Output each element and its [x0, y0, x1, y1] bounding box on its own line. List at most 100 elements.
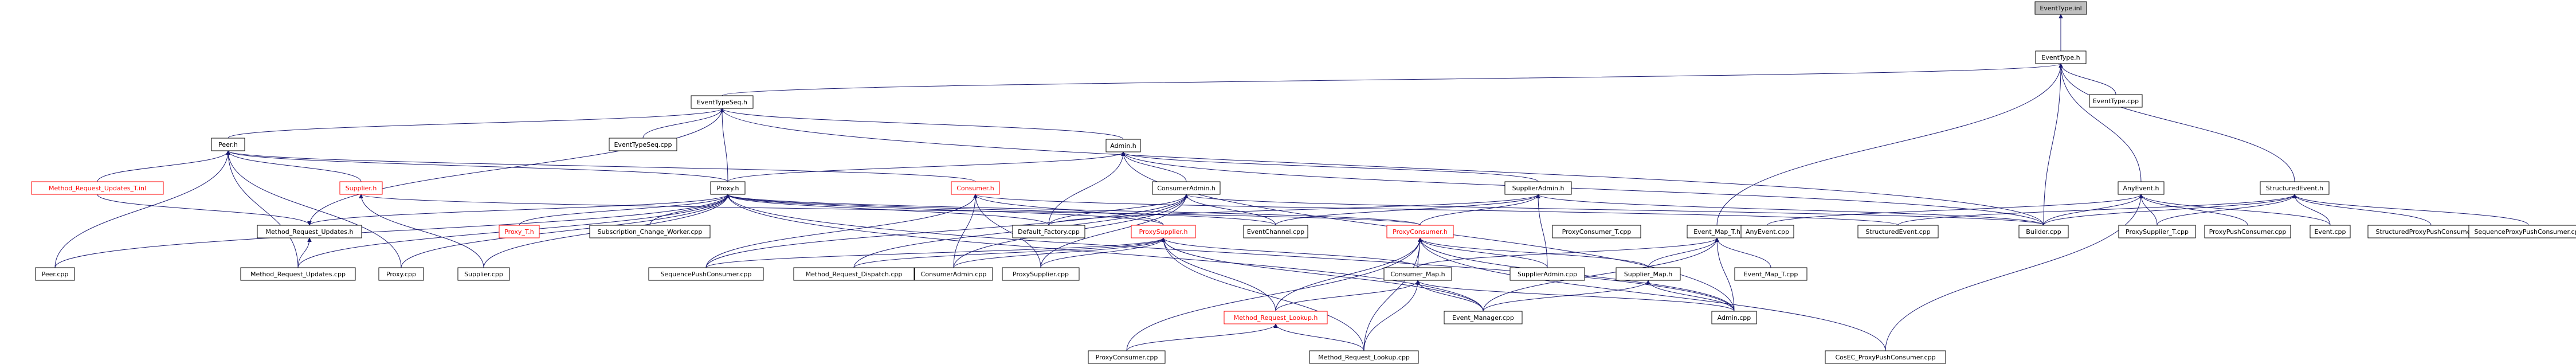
- edge-supplieradmin-h-to-eventchannel-cpp: [1275, 194, 1538, 226]
- node-label: SupplierAdmin.h: [1512, 185, 1565, 192]
- graph-node-consumer-h[interactable]: Consumer.h: [951, 181, 1000, 195]
- node-box: [1088, 350, 1166, 364]
- edge-proxy-h-to-event-manager-cpp: [728, 194, 1484, 312]
- edge-peer-h-to-proxy-h: [228, 150, 728, 182]
- graph-node-anyevent-cpp[interactable]: AnyEvent.cpp: [1740, 225, 1794, 238]
- node-box: [2310, 225, 2351, 238]
- graph-node-proxysupplier-cpp[interactable]: ProxySupplier.cpp: [1002, 267, 1080, 281]
- edge-supplier-map-h-to-event-manager-cpp: [1483, 280, 1648, 312]
- node-label: EventType.inl: [2040, 5, 2081, 12]
- edge-method-request-updates-h-to-method-request-updates-t-inl: [97, 194, 309, 226]
- graph-node-proxysupplier-t-cpp[interactable]: ProxySupplier_T.cpp: [2118, 225, 2196, 238]
- edge-admin-h-to-builder-cpp: [1123, 152, 2044, 226]
- node-label: Method_Request_Updates_T.inl: [49, 185, 146, 192]
- graph-node-supplier-map-h[interactable]: Supplier_Map.h: [1616, 267, 1681, 281]
- edge-proxyconsumer-h-to-proxyconsumer-cpp: [1126, 238, 1420, 351]
- graph-node-supplier-h[interactable]: Supplier.h: [339, 181, 383, 195]
- edge-anyevent-h-to-event-cpp: [2141, 194, 2331, 226]
- graph-node-proxyconsumer-cpp[interactable]: ProxyConsumer.cpp: [1088, 350, 1166, 364]
- graph-node-structuredevent-cpp[interactable]: StructuredEvent.cpp: [1857, 225, 1939, 238]
- edge-event-map-t-h-to-supplier-map-h: [1648, 237, 1717, 268]
- node-label: ConsumerAdmin.h: [1157, 185, 1216, 192]
- edge-event-map-t-h-to-consumer-map-h: [1417, 237, 1717, 268]
- graph-node-proxy-t-h[interactable]: Proxy_T.h: [499, 225, 540, 238]
- node-label: Method_Request_Dispatch.cpp: [806, 271, 903, 278]
- edge-admin-h-to-supplieradmin-h: [1123, 151, 1539, 182]
- graph-node-method-request-updates-cpp[interactable]: Method_Request_Updates.cpp: [240, 267, 356, 281]
- node-label: ProxySupplier.h: [1139, 228, 1188, 236]
- edge-consumeradmin-h-to-default-factory-cpp: [1048, 194, 1186, 226]
- node-box: [1224, 311, 1328, 324]
- graph-node-admin-h[interactable]: Admin.h: [1105, 139, 1141, 152]
- graph-node-default-factory-cpp[interactable]: Default_Factory.cpp: [1012, 225, 1085, 238]
- graph-node-event-cpp[interactable]: Event.cpp: [2310, 225, 2351, 238]
- edge-consumer-h-to-proxysupplier-cpp: [975, 194, 1041, 268]
- graph-node-eventtypeseq-cpp[interactable]: EventTypeSeq.cpp: [609, 138, 677, 151]
- edge-eventtype-h-to-event-map-t-h: [1716, 64, 2061, 226]
- graph-node-consumeradmin-cpp[interactable]: ConsumerAdmin.cpp: [914, 267, 993, 281]
- graph-node-method-request-updates-t-inl[interactable]: Method_Request_Updates_T.inl: [31, 181, 164, 195]
- edge-proxyconsumer-h-to-supplier-map-h: [1420, 237, 1649, 268]
- graph-node-sequenceproxypushconsumer-cpp[interactable]: SequenceProxyPushConsumer.cpp: [2468, 225, 2576, 238]
- node-label: Method_Request_Lookup.h: [1234, 314, 1318, 322]
- graph-node-supplieradmin-h[interactable]: SupplierAdmin.h: [1504, 181, 1572, 195]
- node-label: EventTypeSeq.cpp: [614, 141, 672, 148]
- graph-node-anyevent-h[interactable]: AnyEvent.h: [2118, 181, 2165, 195]
- nodes-layer: EventType.inlEventType.hEventType.cppEve…: [31, 1, 2576, 364]
- graph-node-eventtypeseq-h[interactable]: EventTypeSeq.h: [691, 95, 754, 109]
- graph-node-consumeradmin-h[interactable]: ConsumerAdmin.h: [1152, 181, 1221, 195]
- graph-node-method-request-dispatch-cpp[interactable]: Method_Request_Dispatch.cpp: [793, 267, 915, 281]
- edge-anyevent-h-to-anyevent-cpp: [1767, 194, 2141, 226]
- graph-node-structuredevent-h[interactable]: StructuredEvent.h: [2260, 181, 2330, 195]
- edge-eventtype-h-to-builder-cpp: [2043, 64, 2061, 226]
- graph-node-event-map-t-h[interactable]: Event_Map_T.h: [1687, 225, 1747, 238]
- graph-node-consumer-map-h[interactable]: Consumer_Map.h: [1383, 267, 1452, 281]
- edge-eventtypeseq-h-to-proxy-h: [722, 108, 728, 182]
- graph-node-method-request-updates-h[interactable]: Method_Request_Updates.h: [257, 225, 362, 238]
- graph-node-peer-h[interactable]: Peer.h: [211, 138, 245, 151]
- graph-node-cosec-proxypushconsumer-cpp[interactable]: CosEC_ProxyPushConsumer.cpp: [1825, 350, 1946, 364]
- node-label: SupplierAdmin.cpp: [1518, 271, 1577, 278]
- edge-proxyconsumer-h-to-method-request-lookup-h: [1275, 238, 1420, 312]
- graph-node-supplieradmin-cpp[interactable]: SupplierAdmin.cpp: [1509, 267, 1585, 281]
- graph-node-proxyconsumer-t-cpp[interactable]: ProxyConsumer_T.cpp: [1552, 225, 1641, 238]
- graph-node-proxy-cpp[interactable]: Proxy.cpp: [378, 267, 424, 281]
- node-label: Consumer.h: [956, 185, 994, 192]
- node-box: [1002, 267, 1080, 281]
- graph-node-method-request-lookup-cpp[interactable]: Method_Request_Lookup.cpp: [1309, 350, 1419, 364]
- graph-node-eventchannel-cpp[interactable]: EventChannel.cpp: [1243, 225, 1308, 238]
- node-box: [2468, 225, 2576, 238]
- graph-node-admin-cpp[interactable]: Admin.cpp: [1711, 311, 1757, 324]
- edge-eventtype-h-to-structuredevent-h: [2061, 64, 2295, 182]
- node-label: Peer.h: [218, 141, 238, 148]
- graph-node-event-manager-cpp[interactable]: Event_Manager.cpp: [1444, 311, 1523, 324]
- node-box: [1740, 225, 1794, 238]
- edge-peer-h-to-supplier-h: [228, 150, 362, 182]
- graph-node-subscription-change-worker-cpp[interactable]: Subscription_Change_Worker.cpp: [589, 225, 711, 238]
- graph-node-proxy-h[interactable]: Proxy.h: [710, 181, 746, 195]
- edge-eventtype-h-to-anyevent-h: [2061, 64, 2142, 182]
- graph-node-proxyconsumer-h[interactable]: ProxyConsumer.h: [1386, 225, 1454, 238]
- edge-supplieradmin-h-to-supplieradmin-cpp: [1538, 194, 1548, 268]
- graph-node-eventtype-inl[interactable]: EventType.inl: [2034, 1, 2087, 15]
- node-box: [240, 267, 356, 281]
- graph-node-event-map-t-cpp[interactable]: Event_Map_T.cpp: [1734, 267, 1807, 281]
- edge-consumer-h-to-structuredevent-cpp: [975, 194, 1899, 226]
- graph-node-peer-cpp[interactable]: Peer.cpp: [35, 267, 75, 281]
- graph-node-eventtype-h[interactable]: EventType.h: [2035, 50, 2087, 64]
- node-label: Event_Map_T.cpp: [1744, 271, 1798, 278]
- edge-peer-h-to-peer-cpp: [54, 151, 228, 268]
- node-label: SequenceProxyPushConsumer.cpp: [2474, 228, 2576, 236]
- edge-consumeradmin-h-to-sequencepushconsumer-cpp: [705, 194, 1186, 268]
- graph-node-supplier-cpp[interactable]: Supplier.cpp: [457, 267, 510, 281]
- edge-proxyconsumer-h-to-supplieradmin-cpp: [1420, 237, 1548, 268]
- graph-node-method-request-lookup-h[interactable]: Method_Request_Lookup.h: [1224, 311, 1328, 324]
- node-box: [914, 267, 993, 281]
- node-box: [499, 225, 540, 238]
- edge-eventtypeseq-h-to-admin-h: [722, 108, 1124, 140]
- graph-node-builder-cpp[interactable]: Builder.cpp: [2018, 225, 2069, 238]
- graph-node-sequencepushconsumer-cpp[interactable]: SequencePushConsumer.cpp: [648, 267, 764, 281]
- graph-node-eventtype-cpp[interactable]: EventType.cpp: [2089, 94, 2143, 108]
- graph-node-proxysupplier-h[interactable]: ProxySupplier.h: [1131, 225, 1196, 238]
- graph-node-proxypushconsumer-cpp[interactable]: ProxyPushConsumer.cpp: [2204, 225, 2291, 238]
